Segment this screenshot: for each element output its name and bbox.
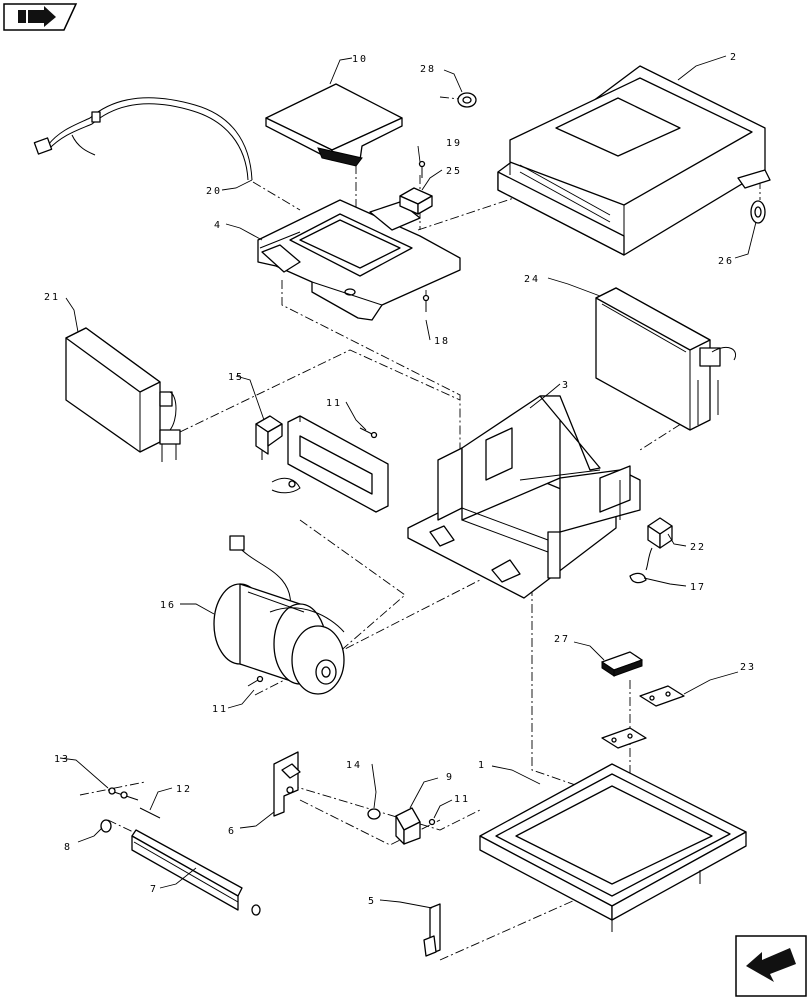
callout-23: 23 bbox=[740, 662, 756, 673]
wire-harness-part bbox=[33, 97, 253, 181]
callout-25: 25 bbox=[446, 166, 462, 177]
sensor-part bbox=[255, 415, 283, 460]
callout-13: 13 bbox=[54, 754, 70, 765]
callout-22: 22 bbox=[690, 542, 706, 553]
callout-11b: 11 bbox=[212, 704, 228, 715]
knob-part bbox=[367, 808, 381, 820]
callout-27: 27 bbox=[554, 634, 570, 645]
blower-motor-part bbox=[213, 535, 345, 695]
screw-part bbox=[247, 675, 264, 687]
bracket-part bbox=[273, 751, 301, 817]
callout-19: 19 bbox=[446, 138, 462, 149]
callout-7: 7 bbox=[150, 884, 158, 895]
main-case-part bbox=[407, 395, 641, 599]
bushing-part bbox=[100, 819, 112, 833]
bottom-tray-part bbox=[479, 763, 747, 932]
callout-10: 10 bbox=[352, 54, 368, 65]
block-part bbox=[399, 187, 433, 215]
callout-17: 17 bbox=[690, 582, 706, 593]
pad-part bbox=[601, 651, 643, 677]
door-part bbox=[131, 829, 261, 916]
callout-21: 21 bbox=[44, 292, 60, 303]
screw-part bbox=[359, 427, 378, 439]
grommet-part bbox=[457, 92, 477, 108]
connector-part bbox=[645, 517, 673, 571]
screw-part bbox=[418, 160, 430, 312]
clip-part bbox=[750, 200, 766, 224]
callout-9: 9 bbox=[446, 772, 454, 783]
heater-core-part bbox=[595, 287, 736, 431]
housing-cover-part bbox=[497, 65, 771, 256]
callout-1: 1 bbox=[478, 760, 486, 771]
plate-part bbox=[601, 685, 685, 749]
forward-arrow-icon[interactable] bbox=[3, 3, 78, 31]
latch-part bbox=[423, 903, 441, 957]
callout-8: 8 bbox=[64, 842, 72, 853]
leader-lines bbox=[59, 55, 757, 909]
callout-2: 2 bbox=[730, 52, 738, 63]
callout-5: 5 bbox=[368, 896, 376, 907]
callout-3: 3 bbox=[562, 380, 570, 391]
callout-18: 18 bbox=[434, 336, 450, 347]
rod-part bbox=[107, 787, 161, 819]
callout-26: 26 bbox=[718, 256, 734, 267]
actuator-part bbox=[395, 807, 421, 845]
callout-11c: 11 bbox=[454, 794, 470, 805]
callout-24: 24 bbox=[524, 274, 540, 285]
callout-14: 14 bbox=[346, 760, 362, 771]
callout-12: 12 bbox=[176, 784, 192, 795]
callout-20: 20 bbox=[206, 186, 222, 197]
return-arrow-icon[interactable] bbox=[735, 935, 807, 997]
callout-28: 28 bbox=[420, 64, 436, 75]
panel-frame-part bbox=[271, 415, 389, 513]
callout-11a: 11 bbox=[326, 398, 342, 409]
callout-4: 4 bbox=[214, 220, 222, 231]
cover-plate-part bbox=[265, 83, 403, 167]
bracket-frame-part bbox=[257, 199, 461, 321]
evaporator-core-part bbox=[65, 327, 181, 462]
clip-part bbox=[629, 572, 647, 584]
callout-15: 15 bbox=[228, 372, 244, 383]
callout-labels: 10 2 28 19 25 20 4 26 21 24 18 15 11 3 2… bbox=[44, 52, 756, 907]
callout-6: 6 bbox=[228, 826, 236, 837]
screw-part bbox=[428, 818, 436, 826]
callout-16: 16 bbox=[160, 600, 176, 611]
